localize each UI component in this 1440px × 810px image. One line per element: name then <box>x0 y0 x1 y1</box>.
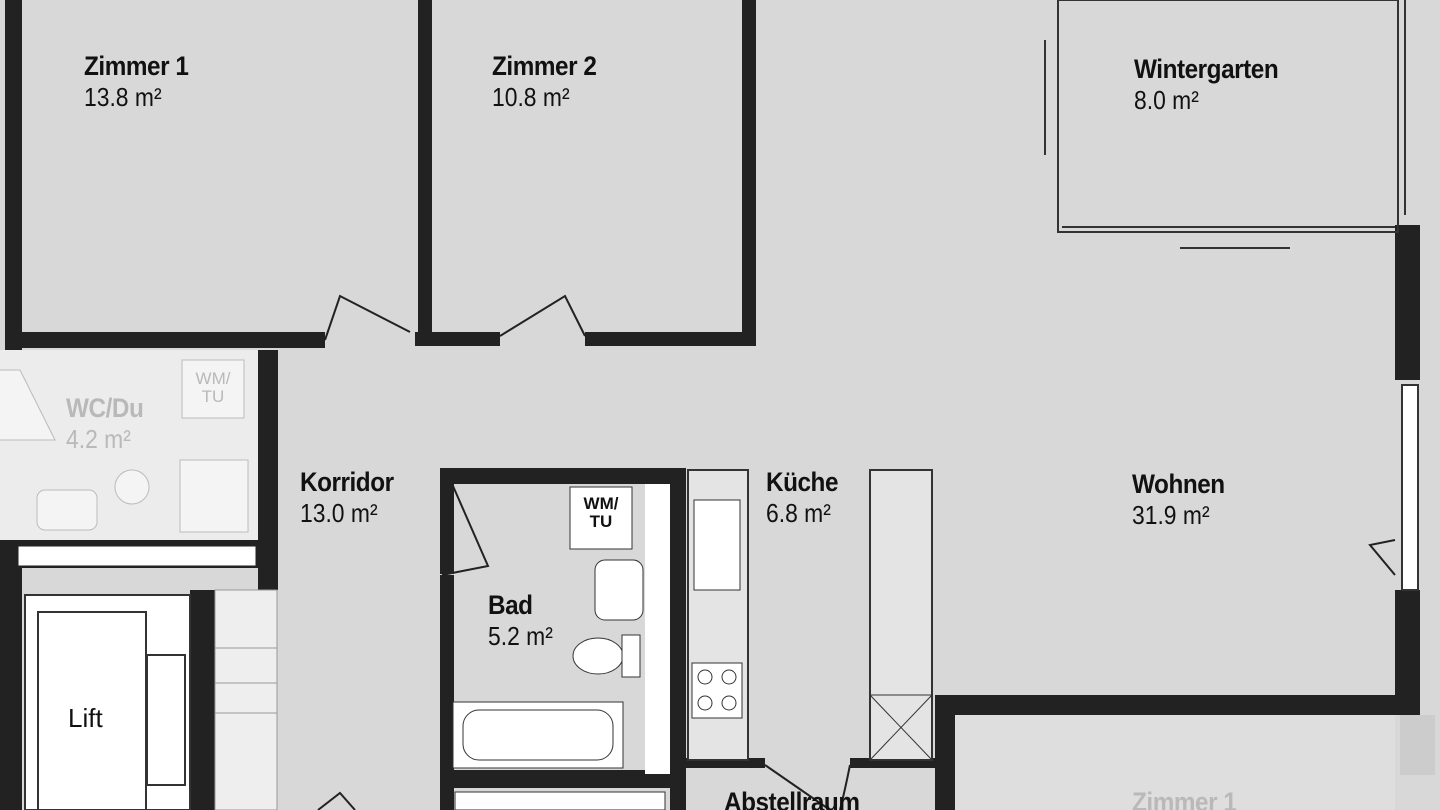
lift-cabin <box>37 611 147 810</box>
bathtub-icon <box>452 701 624 769</box>
wc-fixtures <box>0 359 249 533</box>
wmtu-label-wc: WM/ TU <box>195 369 231 406</box>
wintergarten-glazing <box>1044 0 1406 249</box>
room-name: Küche <box>766 467 839 497</box>
room-name: Korridor <box>300 467 394 497</box>
room-zimmer1-neighbor: Zimmer 1 <box>1132 786 1248 810</box>
room-area: 6.8 m² <box>766 498 831 529</box>
room-area: 31.9 m² <box>1132 500 1210 531</box>
room-area: 10.8 m² <box>492 82 570 113</box>
fixture-lower <box>454 791 666 810</box>
stairs <box>214 589 278 810</box>
room-name: Zimmer 1 <box>1132 787 1237 810</box>
wmtu-label-bad: WM/ TU <box>583 494 619 531</box>
shaft <box>645 484 670 774</box>
toilet-icon <box>572 634 641 678</box>
room-name: Abstellraum <box>724 787 860 810</box>
room-name: Bad <box>488 590 533 620</box>
room-name: WC/Du <box>66 393 144 423</box>
washbasin-icon <box>594 559 644 621</box>
neighbor-room-floor <box>955 715 1395 810</box>
room-abstellraum: Abstellraum <box>724 786 875 810</box>
tall-cabinets <box>869 469 933 761</box>
lift-label: Lift <box>68 703 103 733</box>
window <box>1401 384 1419 591</box>
room-name: Wintergarten <box>1134 54 1279 84</box>
sink-icon <box>693 499 741 591</box>
room-name: Wohnen <box>1132 469 1225 499</box>
wc-shelf <box>17 545 257 567</box>
fridge-icon <box>869 694 933 761</box>
room-name: Zimmer 2 <box>492 51 597 81</box>
room-area: 13.0 m² <box>300 498 378 529</box>
lift-door <box>146 654 186 786</box>
room-area: 13.8 m² <box>84 82 162 113</box>
room-name: Zimmer 1 <box>84 51 189 81</box>
entrance-door <box>317 791 356 810</box>
stove-icon <box>691 662 743 719</box>
room-area: 4.2 m² <box>66 424 131 455</box>
room-area: 5.2 m² <box>488 621 553 652</box>
room-area: 8.0 m² <box>1134 85 1199 116</box>
wall-shade <box>1400 715 1435 775</box>
door-swings <box>324 294 1396 810</box>
washer-box <box>569 486 633 550</box>
